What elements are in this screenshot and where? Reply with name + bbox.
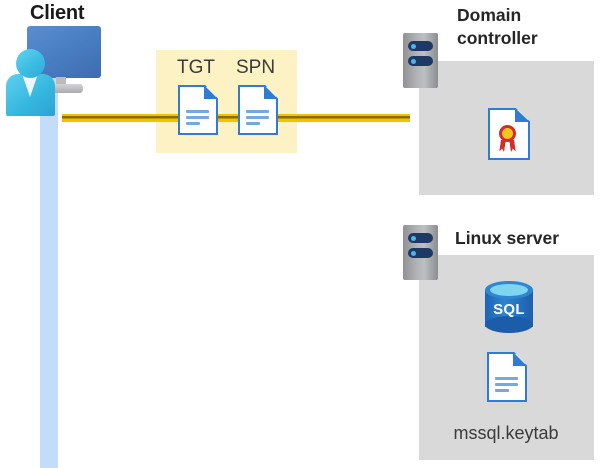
user-head-icon	[16, 49, 45, 78]
tgt-label: TGT	[177, 57, 215, 78]
keytab-label: mssql.keytab	[453, 423, 559, 443]
certificate-icon	[488, 108, 530, 160]
monitor-neck-icon	[56, 77, 66, 87]
linux-server-server-icon	[403, 225, 438, 280]
client-lifeline	[40, 70, 58, 468]
tgt-document-icon	[178, 85, 218, 135]
spn-label: SPN	[236, 57, 276, 78]
client-label: Client	[30, 2, 85, 24]
linux-server-label: Linux server	[455, 228, 560, 248]
spn-document-icon	[238, 85, 278, 135]
sql-database-label: SQL	[493, 301, 525, 318]
monitor-base-icon	[41, 84, 83, 93]
keytab-document-icon	[487, 352, 527, 402]
sql-database-icon: SQL	[485, 281, 533, 335]
domain-controller-server-icon	[403, 33, 438, 88]
domain-controller-label: Domain controller	[457, 5, 538, 48]
request-arrow-line	[62, 114, 410, 122]
